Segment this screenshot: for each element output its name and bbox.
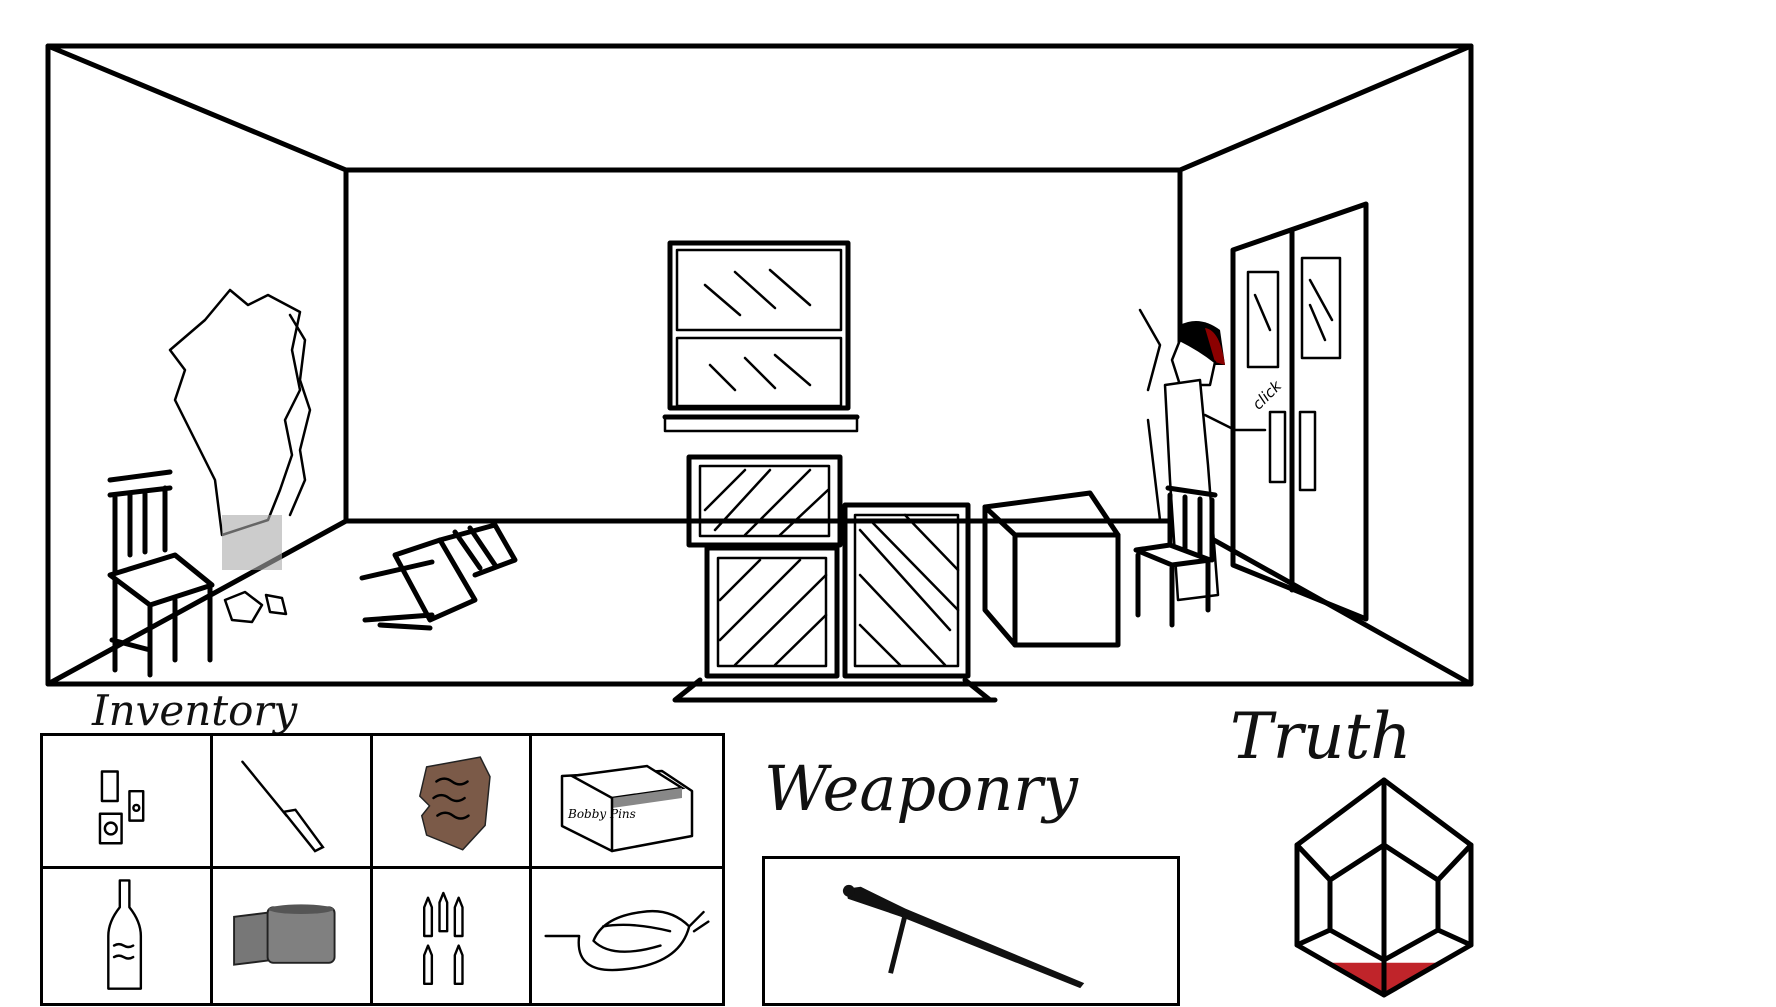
screwdriver-icon: [241, 760, 325, 853]
inventory-title: Inventory: [92, 686, 298, 735]
weapon-slot[interactable]: [762, 856, 1180, 1006]
window[interactable]: [662, 240, 860, 433]
torn-paper-icon: [418, 756, 491, 851]
box[interactable]: [982, 490, 1121, 648]
crates[interactable]: [672, 454, 998, 703]
inventory-slot-duct-tape[interactable]: [210, 866, 373, 1006]
chair-right[interactable]: [1133, 485, 1218, 628]
truth-title: Truth: [1230, 700, 1412, 774]
bullets-icon: [423, 891, 464, 986]
inventory-slot-rope[interactable]: [529, 866, 725, 1006]
inventory-slot-screwdriver[interactable]: [210, 733, 373, 869]
inventory-slot-bobby-pins-box[interactable]: Bobby Pins: [529, 733, 725, 869]
inventory-slot-torn-paper[interactable]: [370, 733, 532, 869]
chair-left[interactable]: [107, 469, 215, 678]
bobby-pins-box-icon: Bobby Pins: [560, 764, 694, 853]
bottle-icon: [107, 879, 143, 990]
circuit-boards-icon: [98, 770, 145, 845]
weaponry-title: Weaponry: [764, 752, 1078, 825]
inventory-slot-bullets[interactable]: [370, 866, 532, 1006]
rifle-icon: [842, 884, 1085, 989]
box-label: Bobby Pins: [567, 807, 636, 821]
duct-tape-icon: [233, 904, 336, 966]
rope-icon: [544, 909, 710, 972]
inventory-slot-bottle[interactable]: [40, 866, 213, 1006]
double-door[interactable]: click: [1230, 201, 1369, 622]
click-sound-effect: click: [1249, 376, 1286, 413]
room-walls: [45, 43, 1474, 687]
inventory-slot-circuit-boards[interactable]: [40, 733, 213, 869]
chair-fallen[interactable]: [359, 522, 518, 631]
wall-hole[interactable]: [168, 288, 312, 624]
